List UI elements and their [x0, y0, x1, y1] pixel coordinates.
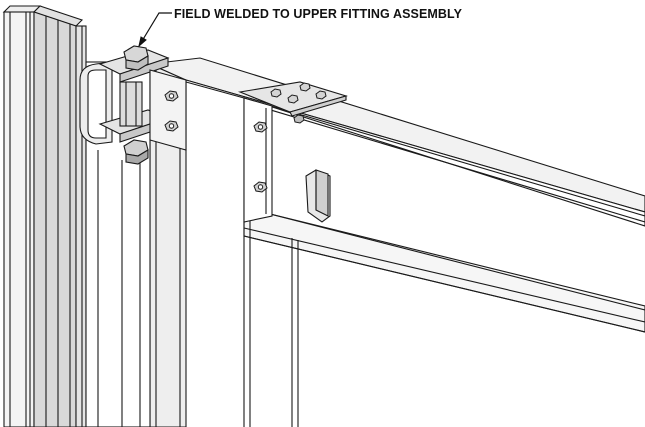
- small-channel-bracket: [305, 169, 331, 223]
- callout-leader-line: [138, 12, 172, 47]
- gate-mid-rail: [243, 213, 645, 333]
- bolt-plate-3: [299, 82, 311, 92]
- callout-label: FIELD WELDED TO UPPER FITTING ASSEMBLY: [174, 7, 463, 21]
- corner-gusset-plate: [243, 97, 273, 223]
- bolt-hinge-lower: [164, 120, 179, 132]
- bolt-hinge-upper: [164, 90, 179, 102]
- bolt-plate-4: [315, 90, 327, 100]
- hinge-assembly: [79, 45, 187, 165]
- bolt-plate-5: [293, 114, 305, 124]
- callout-arrowhead: [138, 36, 147, 48]
- bolt-plate-1: [270, 88, 282, 98]
- gate-top-rail: [147, 57, 645, 227]
- bolt-plate-2: [287, 94, 299, 104]
- callout: FIELD WELDED TO UPPER FITTING ASSEMBLY: [138, 7, 463, 48]
- bolt-gusset-upper: [253, 121, 268, 133]
- bolt-group: [164, 82, 327, 193]
- bolt-gusset-lower: [253, 181, 268, 193]
- vertical-post: [2, 5, 87, 427]
